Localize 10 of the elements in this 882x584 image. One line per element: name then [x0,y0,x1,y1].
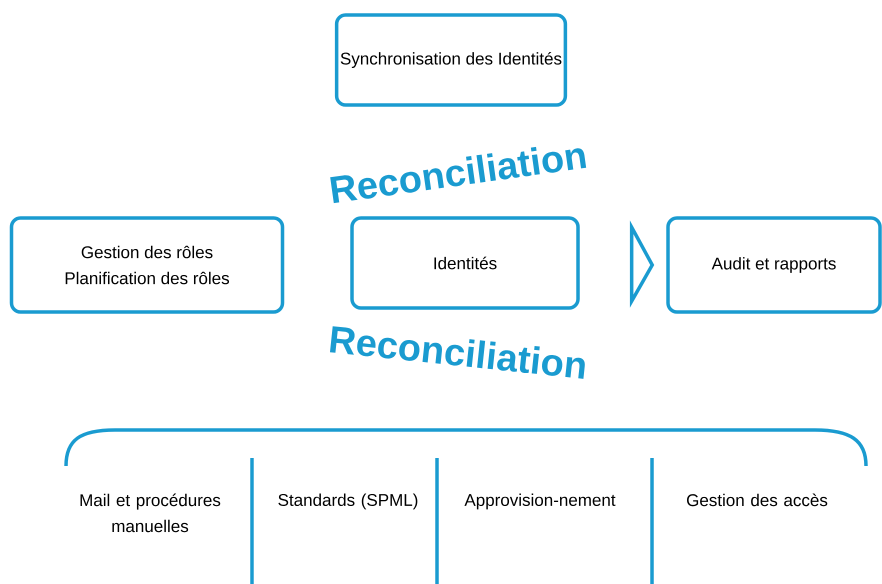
process-box: Gestion des rôles Planification des rôles [10,216,284,314]
category-label: Standards (SPML) [278,494,418,510]
curved-title: Reconciliation [330,146,586,204]
category-label: Gestion des accès [687,494,828,506]
process-box: Identités [350,216,580,310]
process-box: Audit et rapports [666,216,882,314]
category-label: Approvision-nement [464,494,616,510]
process-box: Synchronisation des Identités [334,13,568,107]
category-label: Mail et procédures manuelles [80,494,220,532]
curved-title: Reconciliation [330,326,585,379]
